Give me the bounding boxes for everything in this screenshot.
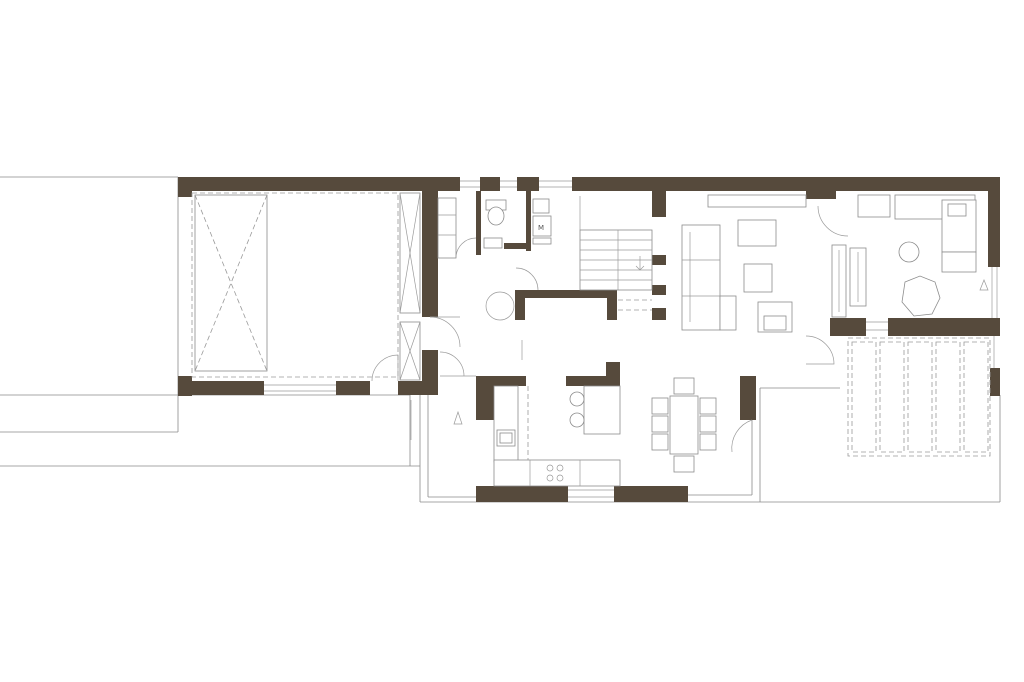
dining-chair-left-2 [651,415,669,433]
dining [651,377,753,473]
site-outlines [0,176,1001,503]
wardrobe [437,197,457,259]
garage-floor-outline [191,192,399,378]
deck-lounger-3 [907,341,933,453]
bedroom-door-swing [817,205,849,237]
utility-door-swing [515,267,539,291]
terrace-door-swing [805,335,835,365]
dining-chair-left-1 [651,397,669,415]
hob-ring-2 [556,464,564,472]
wc-basin [483,237,503,249]
desk [857,194,891,218]
deck-lounger-5 [963,341,989,453]
car-outline [194,194,268,372]
deck-lounger-4 [935,341,961,453]
hob-ring-1 [546,464,554,472]
round-table [901,275,941,317]
bar-stool-1 [569,391,585,407]
dining-chair-right-2 [699,415,717,433]
window-arrow [979,279,989,291]
hob-ring-4 [556,474,564,482]
bed-foot [941,251,977,273]
kitchen-island [583,385,621,435]
staircase [579,196,653,311]
walls [178,177,1000,502]
dining-table [669,395,699,455]
utility-sink [532,198,550,214]
round-stool [898,241,920,263]
wc-door-swing [455,237,477,259]
hall [410,197,539,440]
garden-door-swing [731,419,753,453]
coffee-table [737,219,777,247]
sofa [681,224,721,331]
terrace [847,337,991,457]
dining-chair-left-3 [651,433,669,451]
kitchen-counter-bottom [493,459,621,487]
washer-label: M [538,224,544,232]
dining-chair-bottom [673,455,695,473]
garage [191,192,421,382]
side-table [743,263,773,293]
dining-chair-right-3 [699,433,717,451]
utility-shelf [532,237,552,245]
bedroom [849,194,989,317]
dining-chair-top [673,377,695,395]
terrace-area [847,337,991,457]
windows [264,180,998,498]
hall-door-swing [429,316,461,348]
dining-chair-right-1 [699,397,717,415]
garage-door-swing [371,354,399,382]
entrance-door-swing [439,351,465,377]
sofa-chaise [719,295,737,331]
living-room [681,194,849,365]
wc-utility: M [483,198,552,249]
kitchen [493,385,621,487]
deck-lounger-1 [851,341,877,453]
hob-ring-3 [546,474,554,482]
toilet-bowl [487,206,505,226]
kitchen-counter-left [493,385,519,463]
entry-arrow [453,410,463,425]
tv-unit [707,194,807,208]
deck-lounger-2 [879,341,905,453]
hall-turning-circle [485,291,515,321]
bar-stool-2 [569,412,585,428]
washing-machine [532,215,552,237]
